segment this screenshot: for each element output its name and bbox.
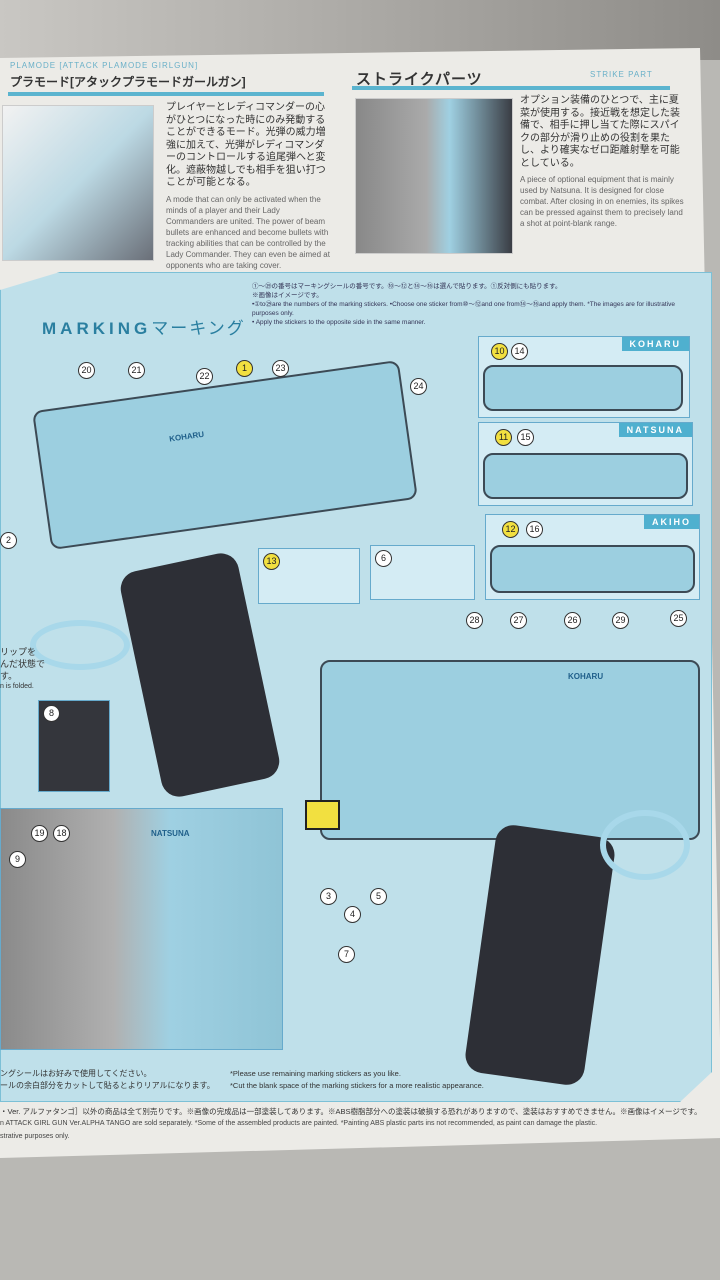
- inset-6: 6: [370, 545, 475, 600]
- gun-label: KOHARU: [168, 429, 205, 444]
- callout: 3: [320, 888, 337, 905]
- gun-illustration: [483, 365, 683, 411]
- callout: 9: [9, 851, 26, 868]
- strike-text: オプション装備のひとつで、主に夏菜が使用する。接近戦を想定した装備で、相手に押し…: [520, 95, 686, 229]
- callout: 5: [370, 888, 387, 905]
- callout: 18: [53, 825, 70, 842]
- variant-label: KOHARU: [621, 337, 689, 351]
- callout: 28: [466, 612, 483, 629]
- plamode-photo: [2, 105, 154, 261]
- side-note-line: んだ状態で: [0, 659, 46, 669]
- marking-notes: ①〜㉙の番号はマーキングシールの番号です。⑩〜⑫と⑭〜⑯は選んで貼ります。①反対…: [252, 282, 692, 327]
- gun-label: KOHARU: [568, 672, 604, 681]
- footer-en: n ATTACK GIRL GUN Ver.ALPHA TANGO are so…: [0, 1120, 598, 1127]
- callout: 14: [511, 343, 528, 360]
- trigger-ring: [30, 620, 130, 670]
- callout: 2: [0, 532, 17, 549]
- callout: 11: [495, 429, 512, 446]
- strike-inset: NATSUNA 19 18 9: [0, 808, 283, 1050]
- variant-label: AKIHO: [644, 515, 699, 529]
- remaining-note-en: *Please use remaining marking stickers a…: [230, 1068, 610, 1092]
- note-line: ングシールはお好みで使用してください。: [0, 1069, 152, 1078]
- note-line: ールの余白部分をカットして貼るとよりリアルになります。: [0, 1081, 215, 1090]
- callout: 6: [375, 550, 392, 567]
- strike-subtitle: STRIKE PART: [590, 70, 653, 79]
- marking-title: MARKINGマーキング: [42, 314, 246, 339]
- strike-title: ストライクパーツ: [356, 71, 483, 88]
- note-line: *Please use remaining marking stickers a…: [230, 1069, 401, 1078]
- callout: 8: [43, 705, 60, 722]
- callout: 4: [344, 906, 361, 923]
- callout: 21: [128, 362, 145, 379]
- note-line: *Cut the blank space of the marking stic…: [230, 1081, 484, 1090]
- remaining-note-jp: ングシールはお好みで使用してください。 ールの余白部分をカットして貼るとよりリア…: [0, 1068, 222, 1092]
- callout: 20: [78, 362, 95, 379]
- callout: 24: [410, 378, 427, 395]
- note-en-2: • Apply the stickers to the opposite sid…: [252, 319, 426, 326]
- marking-title-en: MARKING: [42, 319, 152, 338]
- callout: 16: [526, 521, 543, 538]
- callout: 12: [502, 521, 519, 538]
- variant-koharu: KOHARU 10 14: [478, 336, 690, 418]
- variant-akiho: AKIHO 12 16: [485, 514, 700, 600]
- sticker-3: [305, 800, 340, 830]
- note-en: •①to㉙are the numbers of the marking stic…: [252, 301, 675, 317]
- gun-label: NATSUNA: [151, 829, 190, 838]
- strike-jp-text: オプション装備のひとつで、主に夏菜が使用する。接近戦を想定した装備で、相手に押し…: [520, 95, 680, 169]
- trigger-ring-front: [600, 810, 690, 880]
- footer-en-2: strative purposes only.: [0, 1133, 70, 1140]
- note-jp-2: ※画像はイメージです。: [252, 292, 323, 299]
- callout: 23: [272, 360, 289, 377]
- gun-illustration: [483, 453, 688, 499]
- variant-natsuna: NATSUNA 11 15: [478, 422, 693, 506]
- plamode-title: プラモード[アタックプラモードガールガン]: [10, 75, 246, 89]
- footer-jp: ・Ver. アルファタンゴ］以外の商品は全て別売りです。※画像の完成品は一部塗装…: [0, 1107, 702, 1116]
- callout: 29: [612, 612, 629, 629]
- callout: 15: [517, 429, 534, 446]
- note-jp: ①〜㉙の番号はマーキングシールの番号です。⑩〜⑫と⑭〜⑯は選んで貼ります。①反対…: [252, 283, 562, 290]
- plamode-en-text: A mode that can only be activated when t…: [166, 194, 330, 270]
- inset-13: 13: [258, 548, 360, 604]
- callout: 7: [338, 946, 355, 963]
- callout: 27: [510, 612, 527, 629]
- variant-label: NATSUNA: [618, 423, 692, 437]
- side-note: リップを んだ状態で す。 n is folded.: [0, 646, 45, 692]
- callout: 19: [31, 825, 48, 842]
- plamode-subtitle: PLAMODE [ATTACK PLAMODE GIRLGUN]: [10, 61, 199, 70]
- plamode-jp-text: プレイヤーとレディコマンダーの心がひとつになった時にのみ発動することができるモー…: [166, 102, 326, 188]
- callout: 26: [564, 612, 581, 629]
- plamode-rule: [8, 92, 324, 96]
- inset-8: 8: [38, 700, 110, 792]
- callout: 10: [491, 343, 508, 360]
- marking-title-jp: マーキング: [151, 319, 246, 338]
- side-note-line: リップを: [0, 647, 37, 657]
- callout: 25: [670, 610, 687, 627]
- plamode-text: プレイヤーとレディコマンダーの心がひとつになった時にのみ発動することができるモー…: [166, 102, 330, 271]
- callout: 13: [263, 553, 280, 570]
- gun-illustration: [490, 545, 695, 593]
- callout: 1: [236, 360, 253, 377]
- strike-rule: [352, 86, 670, 90]
- strike-photo: [355, 98, 513, 254]
- side-note-en: n is folded.: [0, 683, 34, 690]
- strike-en-text: A piece of optional equipment that is ma…: [520, 175, 684, 228]
- side-note-line: す。: [0, 671, 18, 681]
- callout: 22: [196, 368, 213, 385]
